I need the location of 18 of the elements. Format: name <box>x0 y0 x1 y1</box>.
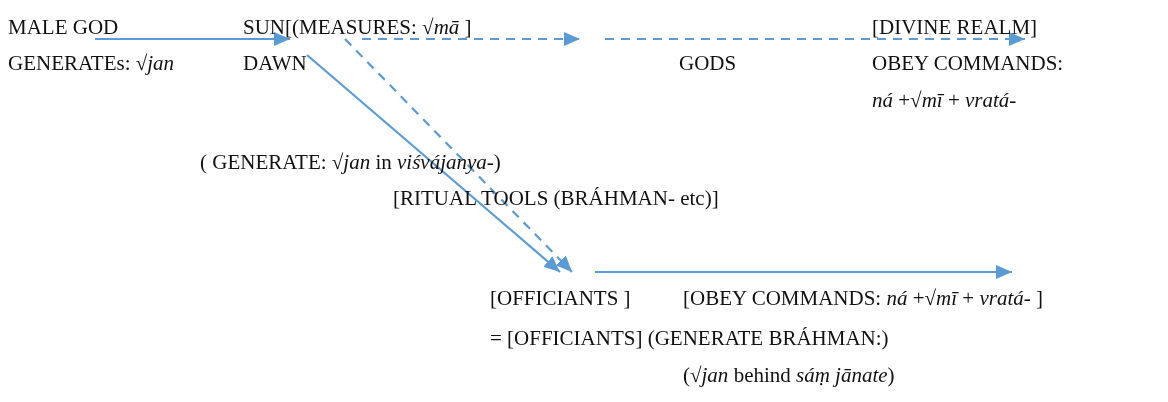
label: OBEY COMMANDS: <box>872 51 1064 76</box>
label: ná +√mī + vratá- <box>872 88 1017 113</box>
label: [RITUAL TOOLS (BRÁHMAN- etc)] <box>393 186 719 211</box>
node-text: [OBEY COMMANDS: ná +√mī + vratá- ] <box>683 272 1043 311</box>
arrow <box>344 38 573 273</box>
arrow <box>362 32 580 46</box>
arrow <box>95 32 290 46</box>
node-text: [OFFICIANTS ] <box>490 272 631 311</box>
arrow <box>306 54 561 273</box>
label: (√jan behind sáṃ jānate) <box>683 363 895 388</box>
node-text: SUN[(MEASURES: √mā ] <box>243 15 472 40</box>
arrow <box>595 265 1012 279</box>
label: GODS <box>679 51 737 76</box>
label: = [OFFICIANTS] (GENERATE BRÁHMAN:) <box>490 326 889 351</box>
label: GENERATEs: √jan <box>8 51 175 76</box>
node-text: MALE GOD <box>8 15 119 40</box>
node-text: DAWN <box>243 51 307 76</box>
arrow <box>605 32 1025 46</box>
